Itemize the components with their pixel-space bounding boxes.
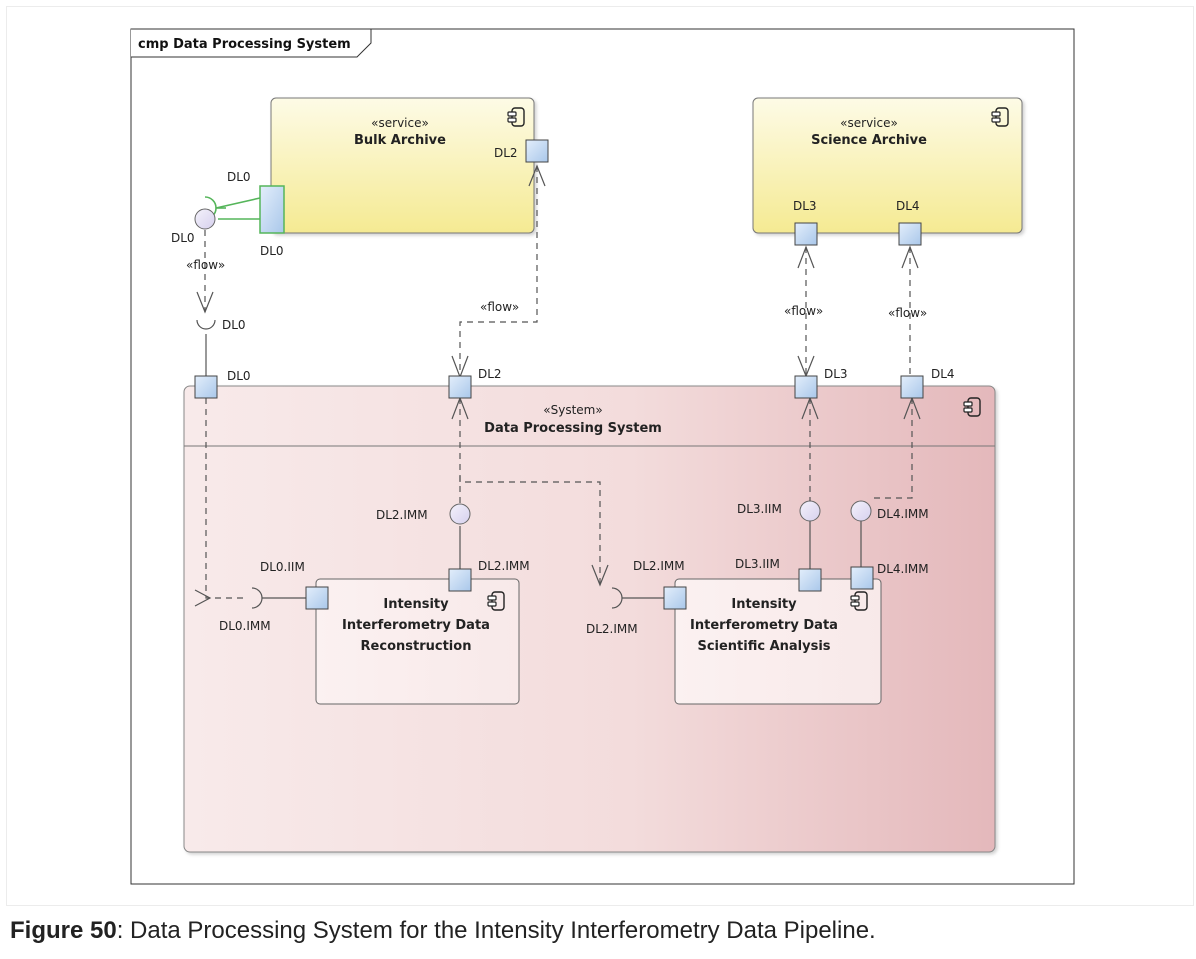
port-rec-dl0-iim bbox=[305, 586, 329, 610]
label-dps-dl3: DL3 bbox=[824, 367, 848, 381]
component-icon bbox=[487, 591, 505, 611]
socket-dps-dl0 bbox=[196, 319, 216, 330]
socket-rec-dl0 bbox=[251, 587, 263, 609]
science-archive-component[interactable]: «service» Science Archive bbox=[752, 97, 1023, 234]
component-icon bbox=[963, 397, 981, 417]
label-rec-dl0-iim: DL0.IIM bbox=[260, 560, 305, 574]
bulk-archive-component[interactable]: «service» Bulk Archive bbox=[270, 97, 535, 234]
socket-ana-dl2 bbox=[611, 587, 623, 609]
flow-label-dl2: «flow» bbox=[480, 300, 519, 314]
component-icon bbox=[991, 107, 1009, 127]
diagram-frame: cmp Data Processing System bbox=[130, 28, 1075, 885]
label-ana-dl4-imm-port: DL4.IMM bbox=[877, 562, 929, 576]
port-sa-dl4 bbox=[898, 222, 922, 246]
port-ba-dl2 bbox=[525, 139, 549, 163]
analysis-name-line2: Interferometry Data bbox=[690, 618, 838, 633]
label-dps-dl0-req: DL0 bbox=[222, 318, 246, 332]
dps-stereotype: «System» bbox=[543, 403, 602, 417]
data-processing-system-component[interactable]: «System» Data Processing System bbox=[183, 385, 996, 853]
label-ana-dl3-iim-ball: DL3.IIM bbox=[737, 502, 782, 516]
port-ana-dl3-iim bbox=[798, 568, 822, 592]
connector-labels: DL0 DL0 DL0 DL2 DL3 DL4 DL0 DL0 DL2 DL3 … bbox=[171, 146, 955, 636]
reconstruction-component[interactable]: Intensity Interferometry Data Reconstruc… bbox=[315, 578, 520, 705]
flow-label-dl3: «flow» bbox=[784, 304, 823, 318]
label-rec-dl2-imm-port: DL2.IMM bbox=[478, 559, 530, 573]
science-archive-stereotype: «service» bbox=[840, 116, 898, 130]
frame-title: cmp Data Processing System bbox=[138, 37, 351, 52]
reconstruction-name-line3: Reconstruction bbox=[361, 639, 472, 654]
caption-label: Figure 50 bbox=[10, 917, 117, 944]
ball-ana-dl3-iim bbox=[799, 500, 821, 522]
analysis-name-line1: Intensity bbox=[731, 597, 797, 612]
figure-caption: Figure 50: Data Processing System for th… bbox=[10, 917, 876, 945]
label-ba-dl0-top: DL0 bbox=[227, 170, 251, 184]
flow-lines bbox=[204, 166, 913, 599]
label-rec-dl0-imm: DL0.IMM bbox=[219, 619, 271, 633]
label-ana-dl2-imm-port: DL2.IMM bbox=[633, 559, 685, 573]
reconstruction-name-line1: Intensity bbox=[383, 597, 449, 612]
dps-name: Data Processing System bbox=[484, 421, 662, 436]
label-ana-dl4-imm-ball: DL4.IMM bbox=[877, 507, 929, 521]
label-ana-dl3-iim-port: DL3.IIM bbox=[735, 557, 780, 571]
port-dps-dl4 bbox=[900, 375, 924, 399]
bulk-archive-name: Bulk Archive bbox=[354, 133, 446, 148]
port-sa-dl3 bbox=[794, 222, 818, 246]
flow-label-dl4: «flow» bbox=[888, 306, 927, 320]
port-dps-dl2 bbox=[448, 375, 472, 399]
port-ana-dl2-imm bbox=[663, 586, 687, 610]
provided-interfaces bbox=[449, 500, 872, 525]
component-diagram: cmp Data Processing System «service» Bul… bbox=[130, 28, 1075, 885]
label-sa-dl3: DL3 bbox=[793, 199, 817, 213]
caption-text: : Data Processing System for the Intensi… bbox=[116, 917, 876, 944]
bulk-archive-dl0-connector bbox=[194, 185, 285, 234]
label-dps-dl0: DL0 bbox=[227, 369, 251, 383]
port-rec-dl2-imm bbox=[448, 568, 472, 592]
analysis-component[interactable]: Intensity Interferometry Data Scientific… bbox=[674, 578, 882, 705]
port-ana-dl4-imm bbox=[850, 566, 874, 590]
port-dps-dl3 bbox=[794, 375, 818, 399]
ports bbox=[194, 139, 924, 610]
label-ba-dl0-bottom: DL0 bbox=[260, 244, 284, 258]
analysis-name-line3: Scientific Analysis bbox=[697, 639, 830, 654]
component-icon bbox=[507, 107, 525, 127]
ball-ana-dl4-imm bbox=[850, 500, 872, 522]
label-sa-dl4: DL4 bbox=[896, 199, 920, 213]
label-ba-dl0-left: DL0 bbox=[171, 231, 195, 245]
label-rec-dl2-imm-ball: DL2.IMM bbox=[376, 508, 428, 522]
ball-rec-dl2-imm bbox=[449, 503, 471, 525]
flow-label-dl0: «flow» bbox=[186, 258, 225, 272]
label-ba-dl2: DL2 bbox=[494, 146, 518, 160]
component-icon bbox=[850, 591, 868, 611]
solid-connectors bbox=[205, 334, 862, 599]
flow-labels: «flow» «flow» «flow» «flow» bbox=[186, 258, 927, 320]
reconstruction-name-line2: Interferometry Data bbox=[342, 618, 490, 633]
label-dps-dl4: DL4 bbox=[931, 367, 955, 381]
required-interfaces bbox=[196, 319, 623, 609]
label-ana-dl2-imm-req: DL2.IMM bbox=[586, 622, 638, 636]
bulk-archive-stereotype: «service» bbox=[371, 116, 429, 130]
science-archive-name: Science Archive bbox=[811, 133, 927, 148]
label-dps-dl2: DL2 bbox=[478, 367, 502, 381]
port-dps-dl0 bbox=[194, 375, 218, 399]
